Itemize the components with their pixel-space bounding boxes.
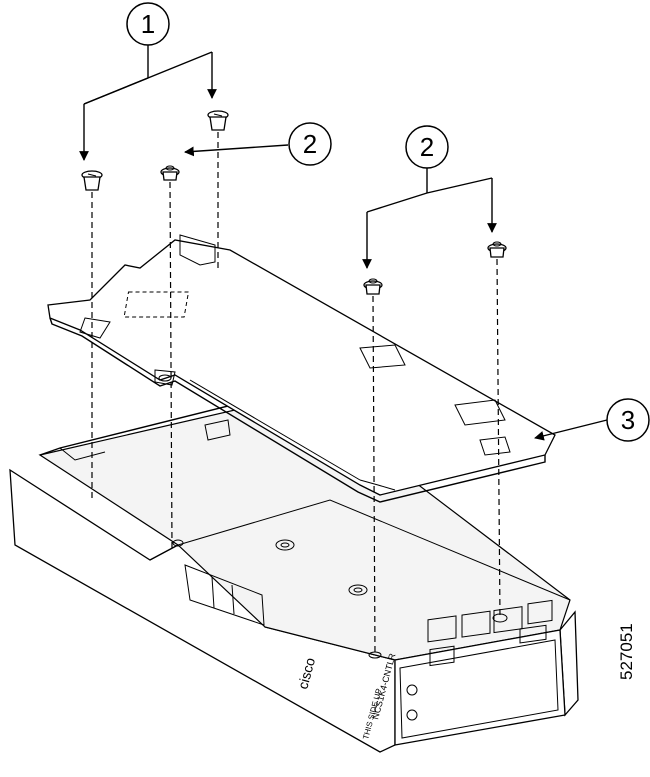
callout-2b-label: 2 <box>420 132 434 162</box>
screw-flathead-left <box>81 170 103 191</box>
callout-2a-label: 2 <box>303 129 317 159</box>
callout-3: 3 <box>606 398 650 442</box>
leader-arrows <box>79 45 608 441</box>
top-cover-plate <box>47 234 556 503</box>
callout-1-label: 1 <box>141 9 155 39</box>
front-ports <box>406 599 553 721</box>
figure-number: 527051 <box>617 623 636 680</box>
callout-2b: 2 <box>405 125 449 169</box>
screw-hex-3 <box>487 241 507 258</box>
screw-hex-1 <box>160 165 180 181</box>
alignment-lines <box>91 132 501 656</box>
screw-hex-2 <box>363 278 383 295</box>
callout-1: 1 <box>126 2 170 46</box>
callout-3-label: 3 <box>621 405 635 435</box>
callout-2a: 2 <box>288 122 332 166</box>
controller-chassis: cisco NCS1K4-CNTLR THIS SIDE UP <box>9 387 579 753</box>
screw-flathead-right <box>207 110 229 131</box>
